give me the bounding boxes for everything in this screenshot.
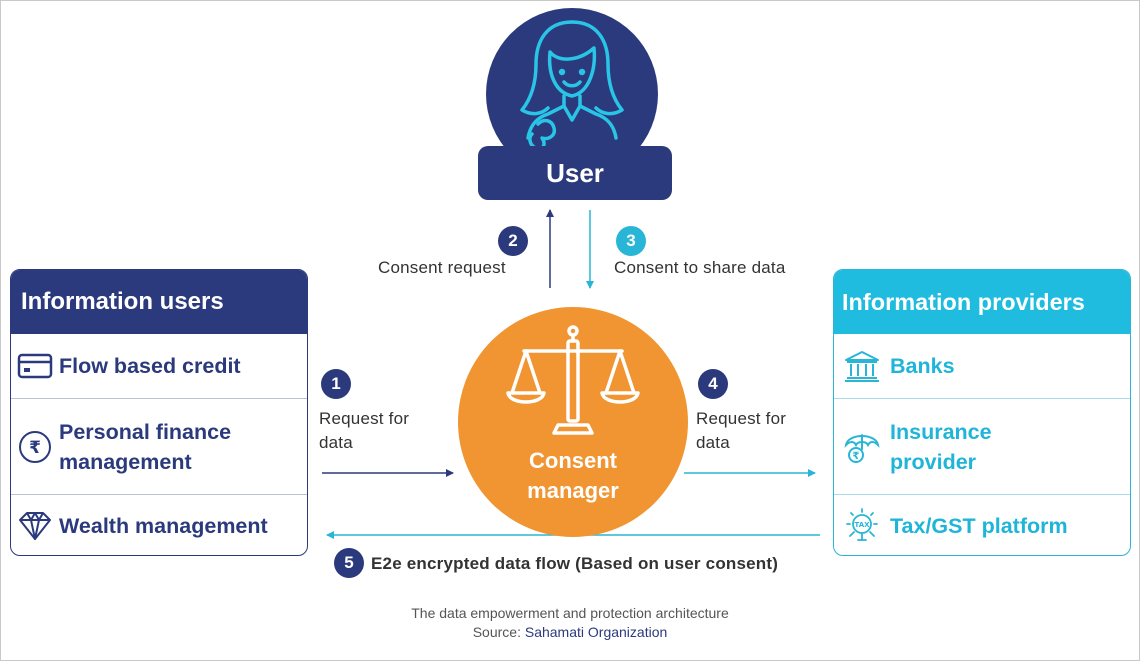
step-3-text: Consent to share data <box>614 258 786 277</box>
step-5-badge: 5 <box>334 548 364 578</box>
personal-finance-line2: management <box>59 450 192 474</box>
step-2-badge: 2 <box>498 226 528 256</box>
step-4-badge: 4 <box>698 369 728 399</box>
list-item-flow-based-credit: Flow based credit <box>11 334 307 398</box>
rupee-icon: ₹ <box>11 429 59 465</box>
caption-source-prefix: Source: <box>472 624 525 640</box>
step-4-line1: Request for <box>696 409 787 428</box>
consent-manager-line1: Consent <box>529 448 617 473</box>
information-users-title: Information users <box>11 270 307 334</box>
consent-manager-label: Consent manager <box>458 446 688 506</box>
user-label: User <box>478 146 672 200</box>
list-item-insurance-provider: ₹ Insurance provider <box>834 398 1130 495</box>
card-icon <box>11 352 59 380</box>
personal-finance-line1: Personal finance <box>59 420 232 444</box>
information-providers-title: Information providers <box>834 270 1130 334</box>
information-providers-panel: Information providers Banks <box>833 269 1131 556</box>
consent-manager-line2: manager <box>527 478 619 503</box>
insurance-provider-line1: Insurance <box>890 420 992 444</box>
wealth-management-label: Wealth management <box>59 513 268 538</box>
list-item-tax-gst-platform: TAX Tax/GST platform <box>834 494 1130 555</box>
personal-finance-label: Personal finance management <box>59 417 231 477</box>
insurance-provider-line2: provider <box>890 450 977 474</box>
woman-user-icon <box>520 20 624 151</box>
list-item-personal-finance: ₹ Personal finance management <box>11 398 307 495</box>
consent-manager-circle <box>458 307 688 537</box>
insurance-provider-label: Insurance provider <box>890 417 992 477</box>
scales-icon <box>506 325 640 435</box>
umbrella-icon: ₹ <box>834 427 890 467</box>
step-1-line1: Request for <box>319 409 410 428</box>
step-5-text: E2e encrypted data flow (Based on user c… <box>371 554 779 573</box>
step-1-line2: data <box>319 433 353 452</box>
caption-title: The data empowerment and protection arch… <box>411 605 729 621</box>
diamond-icon <box>11 510 59 542</box>
list-item-banks: Banks <box>834 334 1130 398</box>
step-1-badge: 1 <box>321 369 351 399</box>
figure-caption: The data empowerment and protection arch… <box>0 604 1140 642</box>
svg-text:TAX: TAX <box>854 521 870 529</box>
step-1-text: Request for data <box>319 407 409 455</box>
source-link[interactable]: Sahamati Organization <box>524 624 668 640</box>
caption-source: Source: Sahamati Organization <box>0 623 1140 642</box>
banks-label: Banks <box>890 354 955 378</box>
svg-text:₹: ₹ <box>853 451 860 462</box>
information-users-panel: Information users Flow based credit ₹ Pe… <box>10 269 308 556</box>
bank-icon <box>834 349 890 383</box>
flow-based-credit-label: Flow based credit <box>59 354 241 378</box>
step-4-text: Request for data <box>696 407 786 455</box>
svg-text:₹: ₹ <box>29 438 41 458</box>
step-4-line2: data <box>696 433 730 452</box>
step-3-badge: 3 <box>616 226 646 256</box>
tax-gst-platform-label: Tax/GST platform <box>890 513 1068 538</box>
tax-icon: TAX <box>834 506 890 546</box>
step-2-text: Consent request <box>378 258 506 277</box>
list-item-wealth-management: Wealth management <box>11 494 307 555</box>
